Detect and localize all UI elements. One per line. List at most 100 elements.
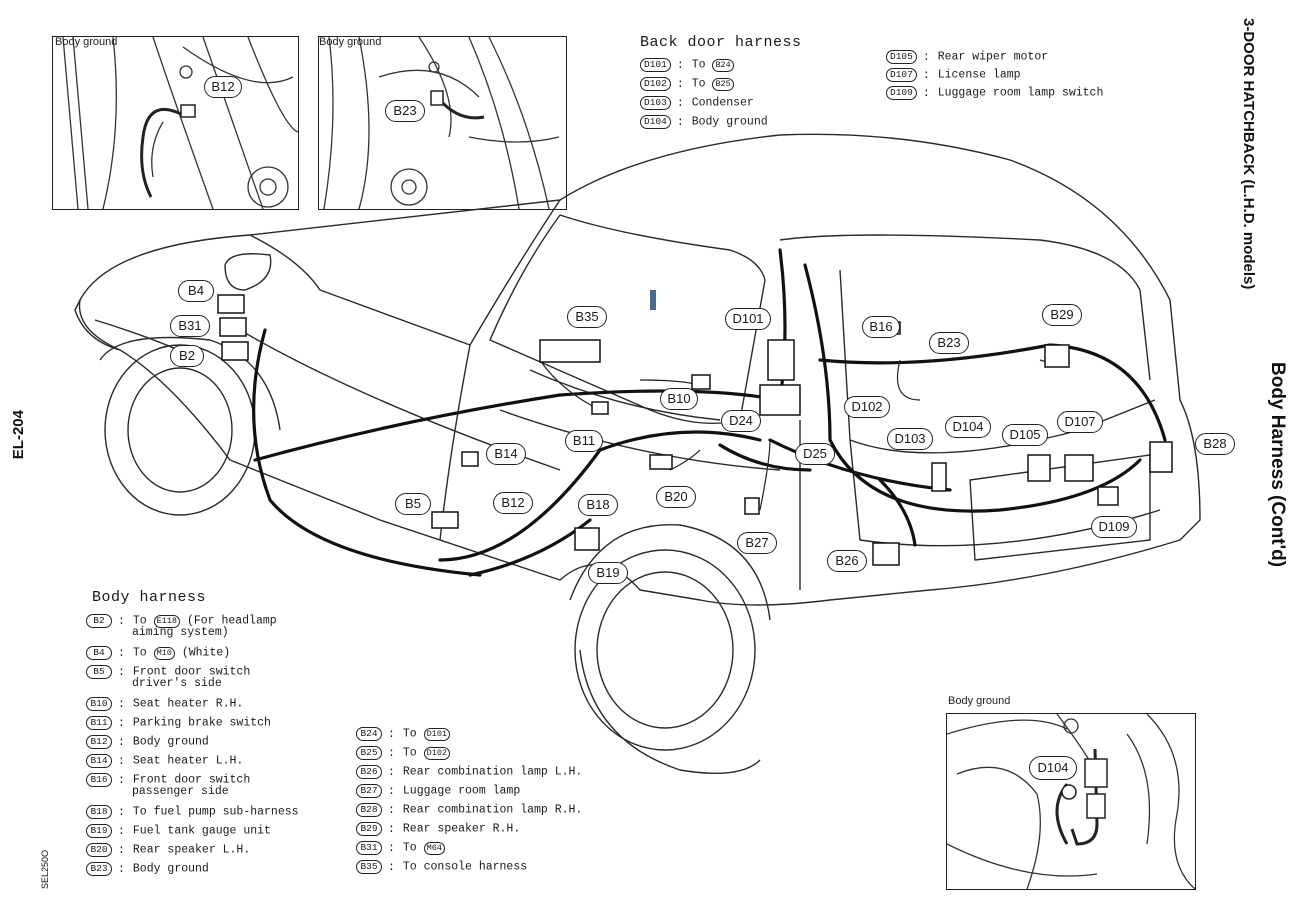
legend-separator: :: [118, 806, 125, 820]
callout-b20: B20: [656, 486, 696, 508]
connector-code: B5: [86, 665, 112, 679]
callout-b27: B27: [737, 532, 777, 554]
legend-row: B12:Body ground: [86, 735, 209, 749]
legend-text: Rear combination lamp R.H.: [402, 803, 583, 817]
legend-row: B16:Front door switch: [86, 773, 250, 787]
legend-text: To: [132, 646, 147, 660]
callout-inset-d104: D104: [1029, 756, 1077, 780]
callout-b18: B18: [578, 494, 618, 516]
callout-b2: B2: [170, 345, 204, 367]
callout-d109: D109: [1091, 516, 1137, 538]
legend-separator: :: [922, 51, 930, 65]
legend-separator: :: [118, 666, 125, 680]
legend-text: Luggage room lamp switch: [937, 86, 1104, 100]
legend-separator: :: [118, 615, 125, 629]
legend-separator: :: [118, 736, 125, 750]
legend-text: To: [402, 727, 417, 741]
legend-separator: :: [118, 863, 125, 877]
legend-text: Rear combination lamp L.H.: [402, 765, 583, 779]
legend-row: B27:Luggage room lamp: [356, 784, 520, 798]
inset-body-ground-b23: Body ground: [318, 36, 567, 210]
callout-b35: B35: [567, 306, 607, 328]
legend-text-continued: aiming system): [132, 626, 229, 639]
inset-top-mid-label: Body ground: [319, 36, 382, 48]
callout-d24: D24: [721, 410, 761, 432]
connector-code: B31: [356, 841, 382, 855]
legend-row: D103:Condenser: [640, 96, 754, 110]
callout-b29: B29: [1042, 304, 1082, 326]
legend-separator: :: [922, 87, 930, 101]
inset-bottom-right-caption: Body ground: [948, 695, 1011, 707]
legend-separator: :: [118, 698, 125, 712]
legend-text: Body ground: [691, 115, 768, 129]
legend-text: Parking brake switch: [132, 716, 271, 730]
legend-row: D102:To B25: [640, 77, 734, 91]
legend-row: B31:To M64: [356, 841, 445, 855]
connector-code: D104: [640, 115, 671, 129]
legend-separator: :: [118, 844, 125, 858]
connector-code: B29: [356, 822, 382, 836]
connector-code: B19: [86, 824, 112, 838]
legend-row: B28:Rear combination lamp R.H.: [356, 803, 582, 817]
callout-b31: B31: [170, 315, 210, 337]
connector-code: B23: [86, 862, 112, 876]
callout-b16: B16: [862, 316, 900, 338]
connector-code: D102: [640, 77, 671, 91]
callout-d107: D107: [1057, 411, 1103, 433]
body-harness-title: Body harness: [92, 589, 207, 606]
legend-row: B29:Rear speaker R.H.: [356, 822, 520, 836]
legend-separator: :: [922, 69, 930, 83]
legend-text: Fuel tank gauge unit: [132, 824, 271, 838]
legend-row: D104:Body ground: [640, 115, 768, 129]
inset-b23-drawing: [323, 37, 560, 209]
connector-ref: B25: [712, 77, 734, 91]
connector-code: B25: [356, 746, 382, 760]
legend-row: B11:Parking brake switch: [86, 716, 271, 730]
legend-text: To fuel pump sub-harness: [132, 805, 299, 819]
legend-row: B2:To E118 (For headlamp: [86, 614, 277, 628]
connector-code: B16: [86, 773, 112, 787]
connector-code: B2: [86, 614, 112, 628]
legend-row: B10:Seat heater R.H.: [86, 697, 243, 711]
legend-separator: :: [388, 823, 395, 837]
connector-code: B20: [86, 843, 112, 857]
callout-d101: D101: [725, 308, 771, 330]
legend-separator: :: [388, 842, 395, 856]
connector-code: D107: [886, 68, 917, 82]
callout-b10: B10: [660, 388, 698, 410]
callout-b28: B28: [1195, 433, 1235, 455]
connector-code: B27: [356, 784, 382, 798]
callout-b14: B14: [486, 443, 526, 465]
legend-text-continued: passenger side: [132, 785, 229, 798]
legend-text: Front door switch: [132, 773, 251, 787]
legend-separator: :: [676, 59, 684, 73]
legend-row: B35:To console harness: [356, 860, 527, 874]
legend-text: Rear wiper motor: [937, 50, 1049, 64]
legend-text: To: [402, 841, 417, 855]
legend-row: B24:To D101: [356, 727, 451, 741]
legend-text: Body ground: [132, 735, 209, 749]
legend-separator: :: [388, 747, 395, 761]
legend-separator: :: [118, 825, 125, 839]
legend-text: (For headlamp: [186, 614, 277, 628]
inset-body-ground-d104: Body ground: [946, 713, 1196, 890]
legend-text: License lamp: [937, 68, 1021, 82]
legend-separator: :: [388, 785, 395, 799]
legend-text: Front door switch: [132, 665, 251, 679]
callout-b5: B5: [395, 493, 431, 515]
inset-d104-drawing: [947, 714, 1195, 889]
legend-text: (White): [181, 646, 231, 660]
callout-b12: B12: [493, 492, 533, 514]
legend-separator: :: [118, 755, 125, 769]
legend-row: B19: Fuel tank gauge unit: [86, 824, 271, 838]
legend-separator: :: [118, 647, 125, 661]
legend-separator: :: [388, 861, 395, 875]
callout-b26: B26: [827, 550, 867, 572]
model-title: 3-DOOR HATCHBACK (L.H.D. models): [1240, 18, 1257, 290]
connector-code: D101: [640, 58, 671, 72]
callout-inset-b12: B12: [204, 76, 242, 98]
